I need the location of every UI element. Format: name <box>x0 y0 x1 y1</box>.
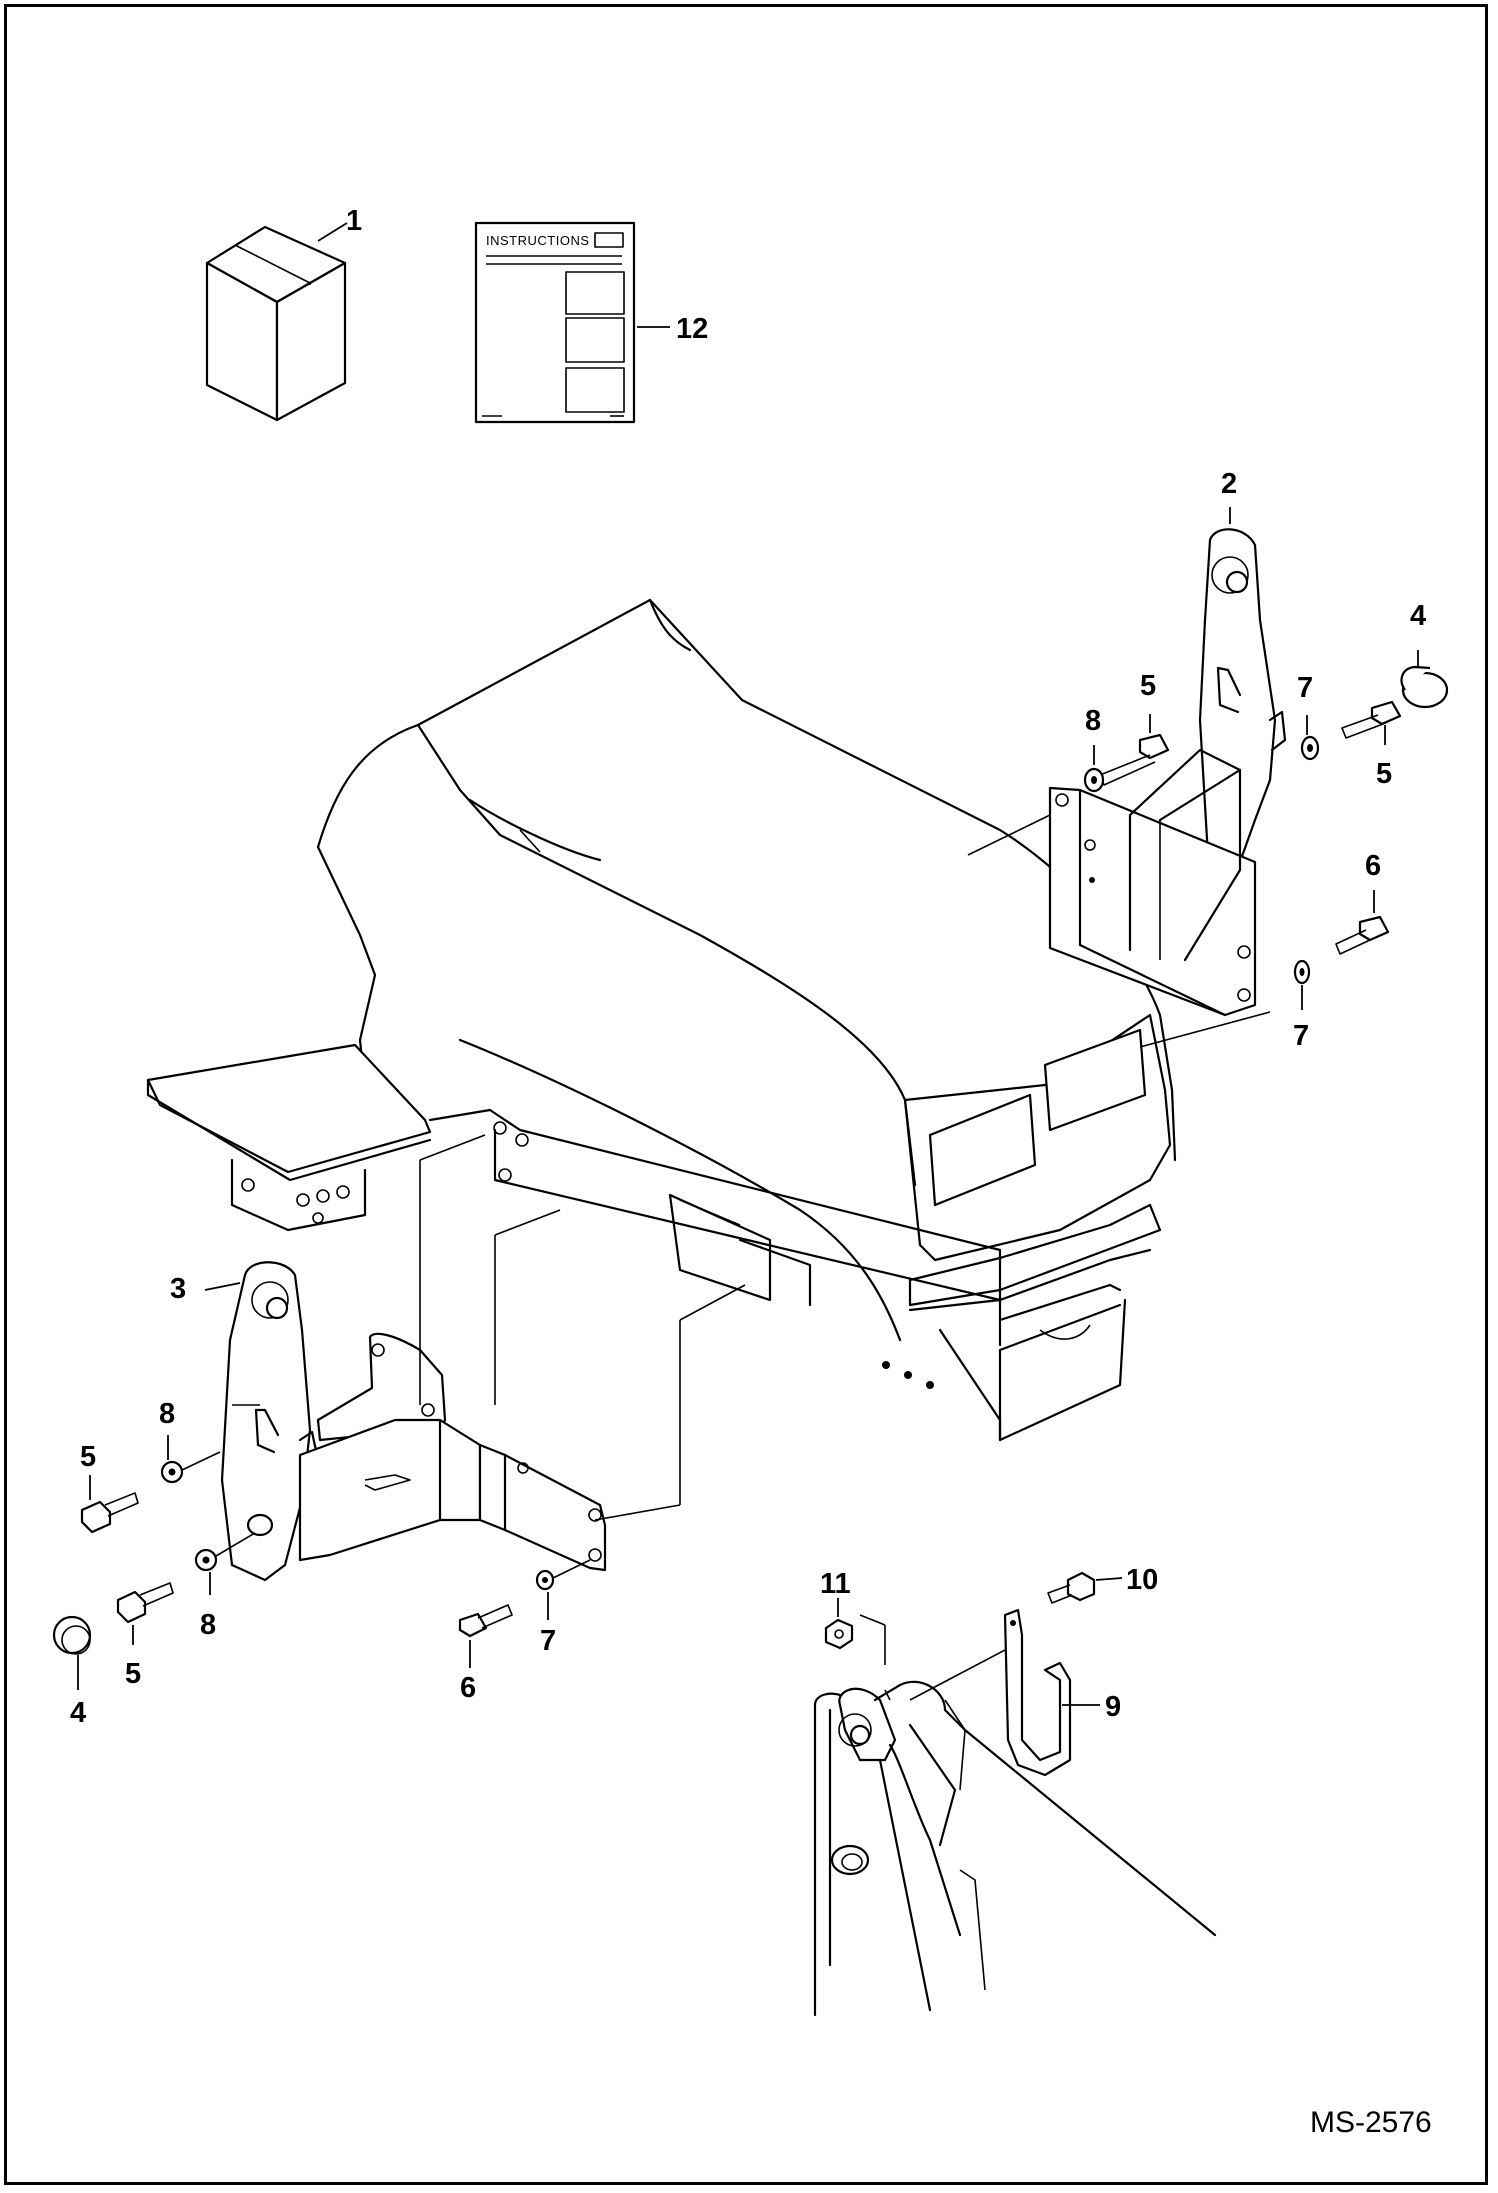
callout-6-right: 6 <box>1365 850 1381 882</box>
drawing-border <box>4 4 1488 2185</box>
callout-11: 11 <box>820 1568 851 1600</box>
callout-5-left-upper: 5 <box>80 1441 96 1473</box>
callout-5-left-lower: 5 <box>125 1658 141 1690</box>
loader-body-outline <box>146 598 1177 1389</box>
hardware-box-part <box>205 222 348 422</box>
callout-8-left-lower: 8 <box>200 1609 216 1641</box>
callout-4-left: 4 <box>70 1697 86 1729</box>
instruction-sheet-part: INSTRUCTIONS <box>474 221 670 424</box>
callout-7-left: 7 <box>540 1625 556 1657</box>
callout-8-right: 8 <box>1085 705 1101 737</box>
callout-labels: 1 12 2 4 5 7 8 5 6 7 3 8 5 8 5 4 6 7 11 … <box>70 205 1426 1729</box>
right-hardware-set <box>1083 650 1449 1010</box>
callout-7-right-upper: 7 <box>1297 672 1313 704</box>
loader-front-nose <box>903 1013 1172 1442</box>
drawing-number: MS-2576 <box>1310 2106 1432 2139</box>
left-mounting-bracket-part <box>204 1134 746 1582</box>
callout-12: 12 <box>676 313 708 345</box>
callout-8-left-upper: 8 <box>159 1398 175 1430</box>
callout-10: 10 <box>1126 1564 1158 1596</box>
callout-5-right-lower: 5 <box>1376 758 1392 790</box>
callout-6-left: 6 <box>460 1672 476 1704</box>
right-mounting-bracket-part <box>967 507 1287 1048</box>
callout-2: 2 <box>1221 468 1237 500</box>
callout-3: 3 <box>170 1273 186 1305</box>
callout-5-right-upper: 5 <box>1140 670 1156 702</box>
left-hardware-set <box>52 1435 591 1690</box>
lift-arm-detail <box>813 1571 1217 2017</box>
callout-9: 9 <box>1105 1691 1121 1723</box>
callout-7-right-lower: 7 <box>1293 1020 1309 1052</box>
callout-1: 1 <box>346 205 362 237</box>
instruction-sheet-title: INSTRUCTIONS <box>486 233 590 248</box>
callout-4-right: 4 <box>1410 600 1426 632</box>
